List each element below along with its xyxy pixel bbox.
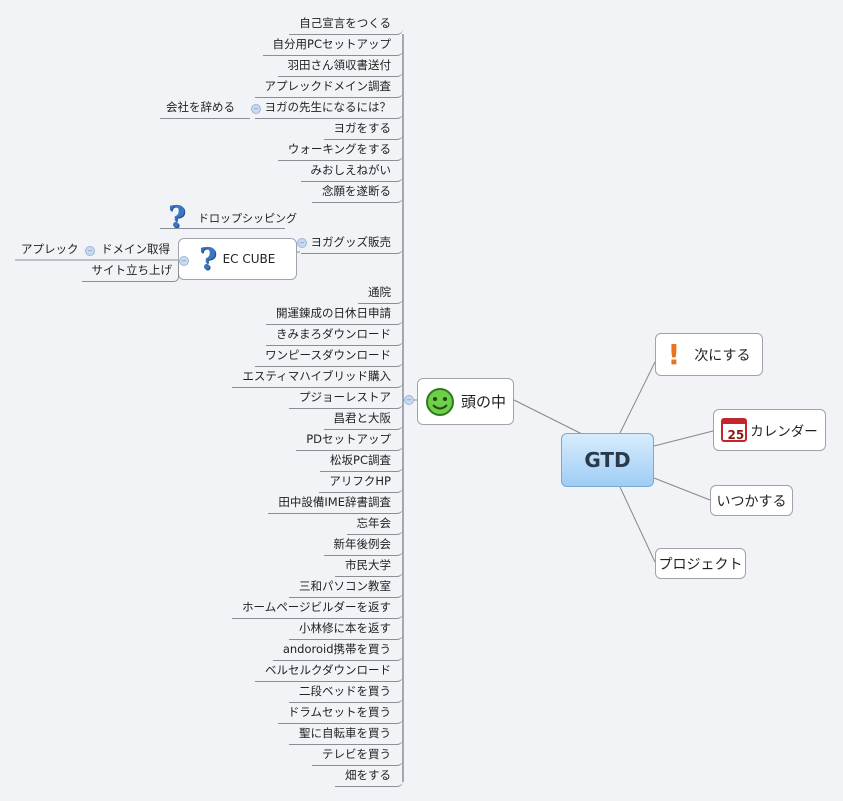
topic-item[interactable]: エスティマハイブリッド購入 xyxy=(232,367,403,388)
topic-ec-cube[interactable]: ? EC CUBE xyxy=(178,238,297,280)
topic-item[interactable]: きみまろダウンロード xyxy=(266,325,403,346)
topic-domain[interactable]: ドメイン取得 xyxy=(101,242,170,256)
question-icon: ? xyxy=(168,200,186,235)
topic-item[interactable]: ヨガをする xyxy=(323,119,403,140)
smiley-icon xyxy=(425,387,454,416)
topic-next[interactable]: ! 次にする xyxy=(655,333,763,376)
topic-item[interactable]: ワンピースダウンロード xyxy=(255,346,403,367)
topic-item[interactable]: プジョーレストア xyxy=(289,388,403,409)
collapse-toggle[interactable]: − xyxy=(85,246,95,256)
topic-item[interactable]: 畑をする xyxy=(335,766,403,787)
topic-item[interactable]: アプレックドメイン調査 xyxy=(254,77,403,98)
topic-item[interactable]: 二段ベッドを買う xyxy=(289,682,403,703)
topic-item[interactable]: 羽田さん領収書送付 xyxy=(277,56,403,77)
topic-label: EC CUBE xyxy=(222,252,276,266)
topic-item[interactable]: PDセットアップ xyxy=(296,430,403,451)
topic-label: 次にする xyxy=(694,347,751,364)
topic-item[interactable]: ヨガグッズ販売 xyxy=(300,233,403,254)
topic-site-launch[interactable]: サイト立ち上げ xyxy=(82,261,179,282)
topic-label: プロジェクト xyxy=(658,556,743,573)
topic-item[interactable]: ベルセルクダウンロード xyxy=(254,661,403,682)
topic-item[interactable]: 松坂PC調査 xyxy=(320,451,403,472)
central-label: GTD xyxy=(584,448,631,472)
collapse-toggle[interactable]: − xyxy=(179,256,189,266)
topic-apurekku[interactable]: アプレック xyxy=(21,242,79,256)
topic-project[interactable]: プロジェクト xyxy=(655,548,746,579)
collapse-toggle[interactable]: − xyxy=(404,395,414,405)
topic-head[interactable]: 頭の中 xyxy=(417,378,514,425)
topic-item[interactable]: 開運錬成の日休日申請 xyxy=(266,304,403,325)
topic-item[interactable]: 自己宣言をつくる xyxy=(289,14,403,35)
topic-dropshipping[interactable]: ドロップシッピング xyxy=(160,209,297,229)
topic-label: カレンダー xyxy=(750,424,818,440)
topic-item[interactable]: ホームページビルダーを返す xyxy=(232,598,403,619)
topic-item[interactable]: 聖に自転車を買う xyxy=(289,724,403,745)
topic-item[interactable]: 忘年会 xyxy=(346,514,403,535)
topic-item[interactable]: ヨガの先生になるには？ xyxy=(254,98,403,119)
topic-someday[interactable]: いつかする xyxy=(710,485,793,516)
topic-item[interactable]: 三和パソコン教室 xyxy=(289,577,403,598)
topic-item[interactable]: andoroid携帯を買う xyxy=(272,640,403,661)
topic-label: いつかする xyxy=(716,493,787,510)
topic-item[interactable]: ドラムセットを買う xyxy=(277,703,403,724)
topic-calendar[interactable]: 25 カレンダー xyxy=(713,409,826,451)
topic-quit-job[interactable]: 会社を辞める xyxy=(160,98,250,119)
topic-item[interactable]: みおしえねがい xyxy=(300,161,403,182)
exclamation-icon: ! xyxy=(667,338,681,371)
topic-item[interactable]: テレビを買う xyxy=(312,745,403,766)
topic-item[interactable]: 昌君と大阪 xyxy=(323,409,403,430)
central-topic[interactable]: GTD xyxy=(561,433,654,487)
calendar-icon: 25 xyxy=(721,418,748,442)
topic-item[interactable]: アリフクHP xyxy=(319,472,403,493)
question-icon: ? xyxy=(199,241,217,277)
topic-item[interactable]: 通院 xyxy=(358,283,403,304)
topic-item[interactable]: 念願を遂断る xyxy=(312,182,403,203)
topic-item[interactable]: 田中設備IME辞書調査 xyxy=(268,493,403,514)
topic-item[interactable]: ウォーキングをする xyxy=(277,140,403,161)
topic-item[interactable]: 新年後例会 xyxy=(323,535,403,556)
topic-item[interactable]: 市民大学 xyxy=(335,556,403,577)
collapse-toggle[interactable]: − xyxy=(297,238,307,248)
topic-item[interactable]: 小林修に本を返す xyxy=(289,619,403,640)
collapse-toggle[interactable]: − xyxy=(251,104,261,114)
topic-label: 頭の中 xyxy=(460,393,506,411)
topic-item[interactable]: 自分用PCセットアップ xyxy=(262,35,403,56)
